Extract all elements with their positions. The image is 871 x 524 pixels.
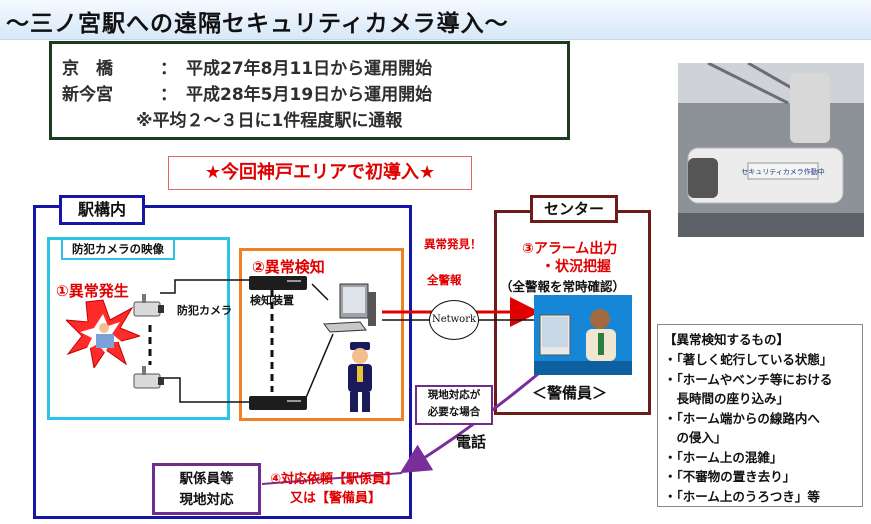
camera-link-top	[160, 279, 250, 294]
info-separator: ：	[160, 85, 177, 105]
guard-label: ＜警備員＞	[532, 384, 608, 402]
onsite-line2: 必要な場合	[427, 406, 481, 418]
station-staff-icon	[348, 342, 372, 412]
step1-label: ①異常発生	[56, 282, 129, 300]
info-separator: ：	[160, 59, 177, 79]
list-item: ・「ホーム上の混雑」	[664, 449, 783, 465]
step2-label: ②異常検知	[252, 258, 325, 276]
camera-feed-label: 防犯カメラの映像	[61, 238, 175, 260]
phone-label: 電話	[456, 433, 487, 451]
info-start-text: 平成27年8月11日から運用開始	[186, 59, 433, 79]
step4-label-line2: 又は【警備員】	[290, 491, 382, 506]
title-bar	[0, 0, 871, 40]
step3-label-line2: ・状況把握	[541, 259, 611, 275]
page-title: 〜三ノ宮駅への遠隔セキュリティカメラ導入〜	[6, 11, 509, 37]
all-alarms-label: 全警報	[427, 273, 462, 287]
detection-list-box: 【異常検知するもの】 ・「著しく蛇行している状態」 ・「ホームやベンチ等における…	[657, 324, 863, 507]
list-item: ・「ホーム端からの線路内へ	[664, 410, 820, 426]
detection-region	[239, 248, 404, 421]
photo-sign-text: セキュリティカメラ作動中	[741, 167, 825, 176]
security-camera-icon	[133, 294, 164, 317]
computer-icon	[323, 283, 376, 333]
info-start-text: 平成28年5月19日から運用開始	[186, 85, 433, 105]
onsite-line1: 現地対応が	[427, 389, 481, 401]
step3-label-line3: （全警報を常時確認）	[500, 279, 626, 294]
info-line-kyobashi: 京 橋 ： 平成27年8月11日から運用開始	[62, 54, 432, 79]
camera-photo-drawing: セキュリティカメラ作動中	[678, 63, 864, 237]
device-indicator-icon	[287, 400, 301, 402]
info-note: ※平均２〜３日に1件程度駅に通報	[136, 111, 403, 131]
list-item: の侵入」	[664, 430, 727, 445]
detector-monitor-link	[311, 283, 329, 301]
camera-label: 防犯カメラ	[177, 304, 232, 317]
detector-label: 検知装置	[250, 294, 294, 307]
info-station-label: 新今宮	[62, 85, 113, 105]
station-yard-region	[33, 205, 412, 519]
list-item: ・「ホーム上のうろつき」等	[664, 488, 820, 504]
step3-label-line1: ③アラーム出力	[522, 241, 618, 257]
camera-link-bottom	[160, 377, 250, 403]
network-node: Network	[429, 300, 479, 340]
alert-found-label: 異常発見！	[424, 237, 482, 251]
incident-burst-icon	[66, 299, 140, 368]
detection-list-title: 【異常検知するもの】	[664, 332, 790, 347]
list-item: ・「ホームやベンチ等における	[664, 371, 833, 387]
operation-info-box: 京 橋 ： 平成27年8月11日から運用開始 新今宮 ： 平成28年5月19日から運用開…	[49, 41, 570, 140]
security-camera-photo: セキュリティカメラ作動中	[678, 63, 864, 237]
step4-label-line1: ④対応依頼【駅係員】	[270, 472, 399, 487]
info-station-label: 京 橋	[62, 59, 113, 79]
info-line-shinimamiya: 新今宮 ： 平成28年5月19日から運用開始	[62, 80, 432, 105]
list-item: 長時間の座り込み」	[664, 391, 790, 406]
security-camera-icon	[133, 366, 164, 389]
staff-line2: 現地対応	[179, 492, 234, 508]
detector-device-icon	[249, 276, 307, 290]
list-item: ・「著しく蛇行している状態」	[664, 352, 833, 367]
station-yard-label: 駅構内	[59, 195, 145, 225]
station-staff-box: 駅係員等 現地対応	[152, 463, 261, 515]
recorder-device-icon	[249, 396, 307, 410]
onsite-needed-box: 現地対応が 必要な場合	[415, 385, 493, 425]
staff-link	[261, 472, 403, 485]
list-item: ・「不審物の置き去り」	[664, 469, 796, 484]
recorder-monitor-link	[304, 333, 334, 401]
kobe-first-banner: ★今回神戸エリアで初導入★	[168, 156, 472, 190]
device-indicator-icon	[287, 280, 301, 282]
center-label: センター	[530, 195, 618, 223]
guard-operator-icon	[534, 295, 632, 375]
staff-line1: 駅係員等	[179, 471, 234, 487]
phone-request-arrow	[399, 372, 539, 474]
